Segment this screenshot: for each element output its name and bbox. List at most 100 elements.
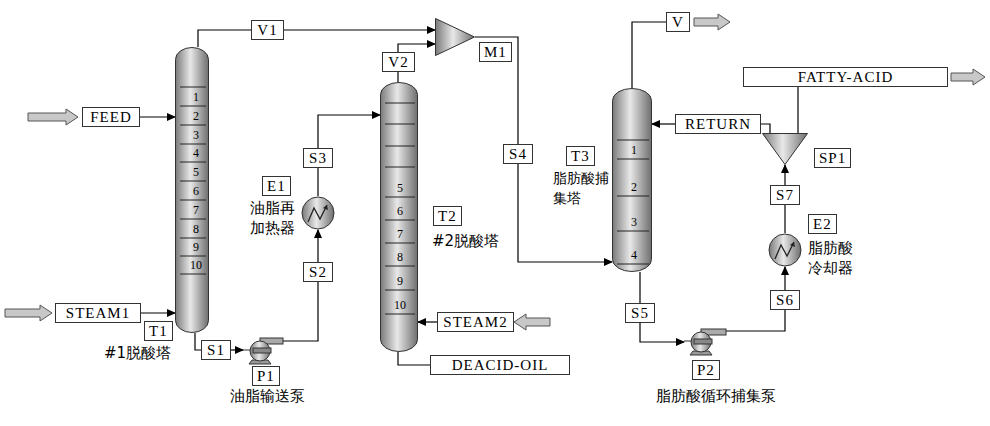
unit-tag: P2 (692, 360, 720, 380)
unit-tag: E1 (262, 176, 291, 196)
pump: P1油脂输送泵 (243, 336, 283, 364)
unit-tag: M1 (479, 42, 512, 62)
tray-line (385, 197, 415, 198)
tray-line (180, 200, 206, 201)
unit-tag: P1 (252, 366, 280, 386)
stream-name: FEED (90, 109, 132, 125)
stream-name: S3 (309, 150, 327, 166)
tray-number: 2 (624, 180, 644, 194)
pump: P2脂肪酸循环捕集泵 (684, 327, 726, 355)
inlet-arrow (5, 305, 52, 321)
unit-description: #2脱酸塔 (432, 231, 499, 251)
stream-name: STEAM1 (66, 305, 130, 321)
inlet-arrow (514, 314, 550, 330)
stream-name: RETURN (685, 116, 751, 132)
tray-line (617, 196, 649, 197)
stream-label: S4 (503, 144, 533, 164)
equipment-shape (762, 133, 808, 165)
stream-label: V (666, 12, 690, 32)
equipment-shape (301, 196, 335, 230)
unit-description: 脂肪酸循环捕集泵 (656, 386, 776, 406)
stream-line (652, 123, 675, 124)
tray-line (385, 290, 415, 291)
stream-name: V (672, 14, 684, 30)
stream-line (398, 44, 435, 52)
equipment-shape (768, 233, 802, 267)
tray-number: 8 (186, 222, 206, 236)
unit-tag: SP1 (814, 148, 851, 168)
stream-line (397, 72, 398, 82)
stream-line (140, 116, 175, 117)
tray-number: 4 (186, 146, 206, 160)
unit-description: #1脱酸塔 (104, 343, 171, 363)
splitter: SP1 (762, 133, 808, 165)
stream-name: S6 (776, 292, 794, 308)
outlet-arrow (951, 69, 985, 85)
stream-line (318, 115, 380, 148)
stream-line (283, 282, 318, 341)
tray-number: 8 (390, 250, 410, 264)
tray-line (385, 167, 415, 168)
stream-line (475, 37, 518, 144)
tray-number: 2 (186, 109, 206, 123)
heat-exchanger: E1油脂再 加热器 (301, 196, 335, 230)
stream-name: STEAM2 (443, 314, 507, 330)
tray-line (180, 162, 206, 163)
stream-label: DEACID-OIL (430, 355, 570, 375)
stream-label: RETURN (675, 114, 761, 134)
unit-description: 油脂再 加热器 (250, 198, 298, 238)
equipment-shape (243, 336, 283, 364)
heat-exchanger: E2脂肪酸 冷却器 (768, 233, 802, 267)
equipment-shape (175, 47, 209, 333)
stream-line (639, 272, 640, 303)
stream-line (726, 310, 785, 331)
mixer: M1 (435, 18, 475, 56)
stream-name: FATTY-ACID (798, 69, 894, 85)
tray-number: 1 (186, 90, 206, 104)
stream-label: FEED (82, 107, 140, 127)
stream-label: S7 (770, 185, 800, 205)
stream-label: S1 (201, 340, 231, 360)
tray-number: 6 (186, 184, 206, 198)
stream-line (398, 352, 430, 365)
tray-line (385, 146, 415, 147)
tray-line (180, 144, 206, 145)
tray-number: 7 (390, 227, 410, 241)
inlet-arrow (28, 109, 78, 125)
tray-line (180, 219, 206, 220)
unit-tag: T1 (144, 321, 173, 341)
stream-label: STEAM2 (437, 312, 514, 332)
tray-number: 5 (390, 181, 410, 195)
stream-label: S5 (625, 303, 655, 323)
stream-line (518, 164, 612, 262)
stream-label: V1 (251, 20, 284, 40)
tray-line (180, 181, 206, 182)
column: 5678910T2#2脱酸塔 (380, 82, 418, 352)
column: 12345678910T1#1脱酸塔 (175, 47, 209, 333)
tray-number: 3 (186, 128, 206, 142)
tray-line (180, 238, 206, 239)
tray-line (180, 87, 206, 88)
unit-tag: T3 (566, 146, 595, 166)
tray-line (385, 314, 415, 315)
stream-line (141, 312, 175, 313)
unit-tag: T2 (433, 206, 462, 226)
stream-label: S2 (303, 262, 333, 282)
stream-line (761, 124, 770, 133)
stream-line (198, 30, 251, 47)
tray-number: 1 (624, 143, 644, 157)
tray-number: 4 (624, 248, 644, 262)
tray-number: 9 (186, 240, 206, 254)
stream-label: S6 (770, 290, 800, 310)
stream-name: S5 (631, 305, 649, 321)
tray-line (180, 106, 206, 107)
stream-line (418, 321, 437, 322)
stream-line (317, 168, 318, 196)
stream-line (231, 349, 243, 350)
stream-name: S4 (509, 146, 527, 162)
tray-number: 6 (390, 204, 410, 218)
tray-line (617, 264, 649, 265)
tray-line (617, 140, 649, 141)
tray-number: 5 (186, 165, 206, 179)
